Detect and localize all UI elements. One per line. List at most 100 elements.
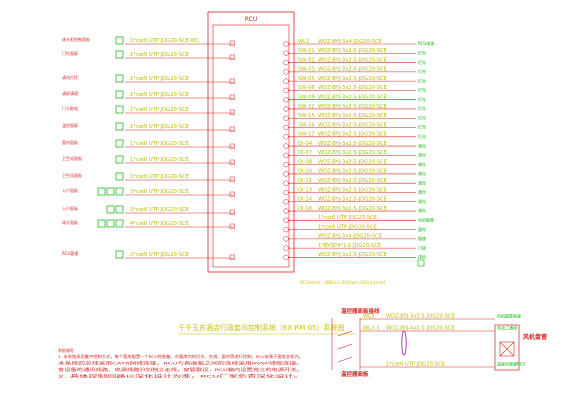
right-destination: 调光 (418, 142, 426, 148)
left-device-label: 入户面板 (62, 187, 78, 193)
left-panel-box (115, 36, 124, 45)
right-cable-label: WDZ-BYJ-3x2.5-JDG20-SCE (318, 187, 387, 193)
rcu-right-terminal (283, 59, 289, 66)
left-cable-label: 2*cat6 UTP JDG20-SCE (130, 252, 189, 258)
right-circuit-id: WL1 (298, 39, 309, 45)
right-destination: 灯光 (418, 133, 426, 139)
left-device-label: 卫生间面板 (62, 155, 82, 161)
left-device-label: 请即清理 (62, 90, 78, 96)
left-panel-box (115, 187, 124, 196)
rcu-left-terminal (229, 109, 235, 115)
rcu-right-terminal (283, 217, 289, 223)
left-panel-box (97, 187, 106, 196)
panel-wiring-title: 温控器面板接线 (341, 307, 380, 315)
thermostat-switches (331, 318, 361, 370)
rcu-title: RCU (245, 16, 257, 23)
right-circuit-id: DI-04 (298, 141, 313, 147)
exhaust-fan-symbol (417, 259, 425, 267)
left-device-label: 入户面板 (62, 205, 78, 211)
right-cable-label: WDZ-BYJ-3x2.5-JDG20-SCE (318, 67, 387, 73)
right-cable-label: WDZ-BYJ-3x4-JDG20-SCE (318, 234, 382, 240)
right-circuit-id: DI-16 (298, 206, 312, 212)
thermostat-destination: 电动二通阀 (497, 325, 517, 331)
rcu-box-size: RCU(mm)：480(h)×350(w)×120(h)(mm) (300, 280, 386, 285)
right-destination: RCU电源 (418, 40, 434, 46)
left-panel-box (115, 205, 124, 214)
right-cable-label: WDZ-BYJ-3x2.5-JDG20-SCE (318, 94, 387, 100)
rcu-right-terminal (283, 69, 289, 75)
left-device-label: 请勿打扰 (62, 74, 78, 80)
right-circuit-id: DI-13 (298, 187, 312, 193)
right-circuit-id: SW-15 (298, 113, 315, 119)
right-destination: 窗帘 (418, 226, 426, 232)
fan-coil-symbol (499, 341, 515, 357)
left-cable-label: 1*cat6 UTP JDG20-SCE (130, 92, 189, 98)
rcu-right-terminal (283, 208, 289, 214)
rcu-left-terminal (229, 191, 235, 197)
left-device-label: 窗帘面板 (62, 139, 78, 145)
left-panel-box (115, 122, 124, 131)
right-destination: 调光 (418, 198, 426, 204)
right-cable-label: 1*cat6 UTP JDG20-SCE (318, 224, 377, 230)
right-cable-label: WDZ-BYJ-3x2.5-JDG20-SCE (318, 57, 387, 63)
left-panel-box (115, 139, 124, 148)
right-circuit-id: DI-08 (298, 159, 312, 165)
rcu-right-terminal (283, 245, 289, 251)
cable-bundle-marker (401, 330, 407, 356)
right-cable-label: WDZ-BYJ-3x2.5-JDG20-SCE (318, 141, 387, 147)
right-destination: 灯光 (418, 68, 426, 74)
left-panel-box (106, 187, 115, 196)
left-device-label: 温控面板 (62, 122, 78, 128)
right-circuit-id: DI-14 (298, 197, 313, 203)
rcu-left-terminal (229, 54, 235, 60)
right-circuit-id: SW-09 (298, 94, 315, 100)
rcu-right-terminal (283, 236, 289, 242)
rcu-cabinet-outer (207, 11, 295, 273)
left-panel-box (115, 74, 124, 83)
rcu-left-terminal (229, 209, 235, 215)
rcu-left-terminal (229, 223, 235, 229)
left-cable-label: 2*cat6 UTP JDG20-SCE (130, 207, 189, 213)
left-panel-box (115, 172, 124, 181)
notes-group: 1. 本系统采用集中控制方式，每个客房配置一个RCU控制箱，对客房内的灯光、空调… (58, 354, 303, 379)
left-panel-box (115, 155, 124, 164)
rcu-right-terminal (283, 254, 289, 261)
rcu-left-terminal (229, 94, 235, 100)
rcu-right-terminal (283, 152, 289, 159)
rcu-right-terminal (283, 143, 289, 149)
right-destination: 调光 (418, 207, 426, 213)
rcu-cabinet-inner (212, 24, 290, 268)
left-cable-label: 1*cat6 UTP JDG20-SCE (130, 76, 189, 82)
left-cable-label: 4*cat6 UTP JDG20-SCE (130, 221, 189, 227)
left-cable-label: 3*cat6 UTP JDG20-SCE (130, 189, 189, 195)
right-destination: 调光 (418, 170, 426, 176)
rcu-right-terminal (283, 124, 289, 131)
left-device-label: 床头面板 (62, 219, 78, 225)
right-cable-label: WDZ-BYJ-3x2.5-JDG20-SCE (318, 122, 387, 128)
left-cable-label: 1*cat6 UTP JDG20-SCE-WC (130, 38, 200, 44)
rcu-right-terminal (283, 189, 289, 196)
left-panel-box (97, 219, 106, 228)
rcu-left-terminal (229, 143, 235, 149)
right-cable-label: WDZ-BYJ-3x2.5-JDG20-SCE (318, 76, 387, 82)
fan-coil-label: 风机盘管 (523, 333, 547, 341)
left-cable-label: 1*cat6 UTP JDG20-SCE (130, 157, 189, 163)
right-destination: 排风 (418, 254, 426, 260)
right-cable-label: WDZ-BYJ-3x2.5-JDG20-SCE (318, 178, 387, 184)
left-cable-label: 1*cat6 UTP JDG20-SCE (130, 107, 189, 113)
rcu-right-terminal (283, 97, 289, 103)
right-destination: 灯光 (418, 124, 426, 130)
right-cable-label: WDZ-BYJ-3x2.5-JDG20-SCE (318, 252, 387, 258)
note-line: 各设备的通讯线路、电源线路分别独立走线，穿管敷设，RCU箱内设置独立的电源开关。 (58, 367, 303, 372)
right-destination: 灯光 (418, 49, 426, 55)
thermostat-cable-label: 1*cat6 UTP JDG20-SCE (386, 362, 445, 368)
left-panel-box (106, 219, 115, 228)
right-destination: 灯光 (418, 59, 426, 65)
thermostat-destination: 风机盘管高速 (497, 313, 521, 319)
left-device-label: 门铃面板 (62, 50, 78, 56)
rcu-right-terminal (283, 134, 289, 140)
